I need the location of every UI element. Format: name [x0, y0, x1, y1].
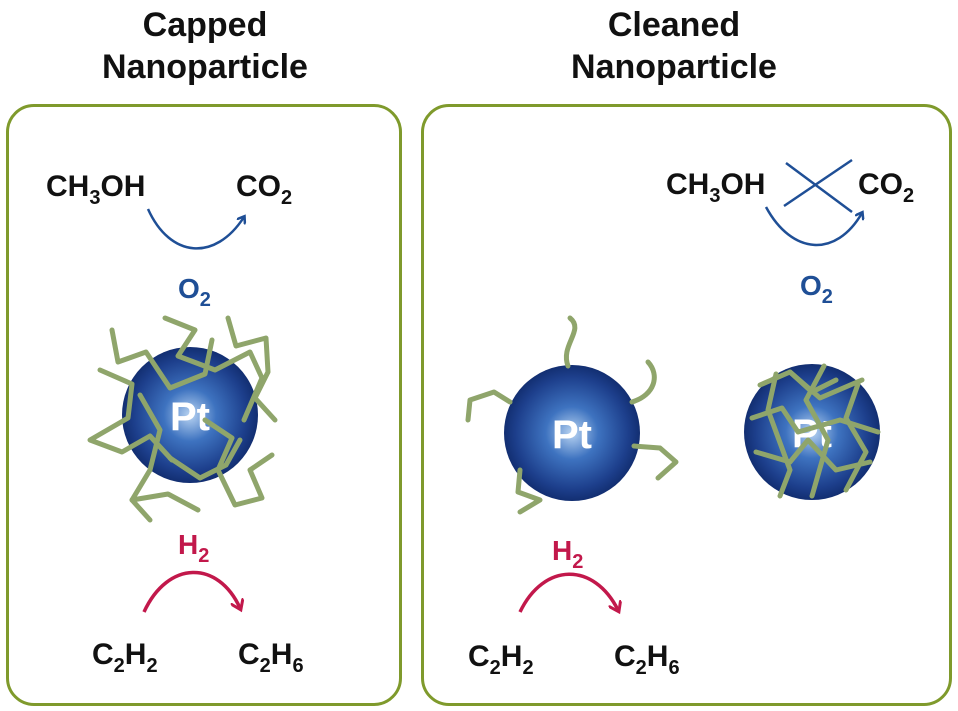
left-oxygen-arrow: [146, 208, 244, 250]
right-title-line2: Nanoparticle: [571, 48, 777, 86]
right-blocked-cross: [783, 158, 853, 214]
right-pt-label: Pt: [552, 413, 592, 457]
left-title: Capped Nanoparticle: [5, 4, 405, 88]
right-co2-label: CO2: [858, 168, 914, 207]
left-hydrogenation-reaction: H2 C2H2 C2H6: [92, 529, 304, 677]
right-pt-sphere: [504, 365, 640, 501]
left-pt-label: Pt: [170, 395, 210, 439]
left-title-line1: Capped: [142, 6, 268, 44]
left-co2-label: CO2: [236, 170, 292, 209]
right-ligand-chains: [465, 315, 679, 515]
left-methanol-label: CH3OH: [46, 170, 145, 209]
right-hydrogenation-reaction: H2 C2H2 C2H6: [468, 535, 680, 679]
right-title: Cleaned Nanoparticle: [474, 4, 874, 88]
right-covered-ligands: [749, 363, 881, 499]
left-acetylene-label: C2H2: [92, 638, 158, 677]
right-oxidation-reaction: CH3OH CO2 O2: [666, 158, 914, 308]
right-methanol-label: CH3OH: [666, 168, 765, 207]
right-acetylene-label: C2H2: [468, 640, 534, 679]
right-title-line1: Cleaned: [607, 6, 741, 44]
left-hydrogen-arrow: [142, 570, 240, 613]
left-oxidation-reaction: CH3OH CO2 O2: [46, 170, 292, 311]
left-oxygen-label: O2: [178, 273, 211, 311]
left-ligand-chains: [87, 315, 278, 523]
left-hydrogen-label: H2: [178, 529, 209, 567]
right-cleaned-particle: Pt: [465, 315, 679, 515]
right-hydrogen-arrow: [518, 572, 618, 612]
left-title-line2: Nanoparticle: [102, 48, 308, 86]
left-capped-particle: Pt: [87, 315, 278, 523]
right-hydrogen-label: H2: [552, 535, 583, 573]
right-covered-particle: Pt: [744, 363, 881, 500]
right-oxygen-arrow: [764, 206, 862, 247]
left-ethane-label: C2H6: [238, 638, 304, 677]
right-ethane-label: C2H6: [614, 640, 680, 679]
right-oxygen-label: O2: [800, 270, 833, 308]
